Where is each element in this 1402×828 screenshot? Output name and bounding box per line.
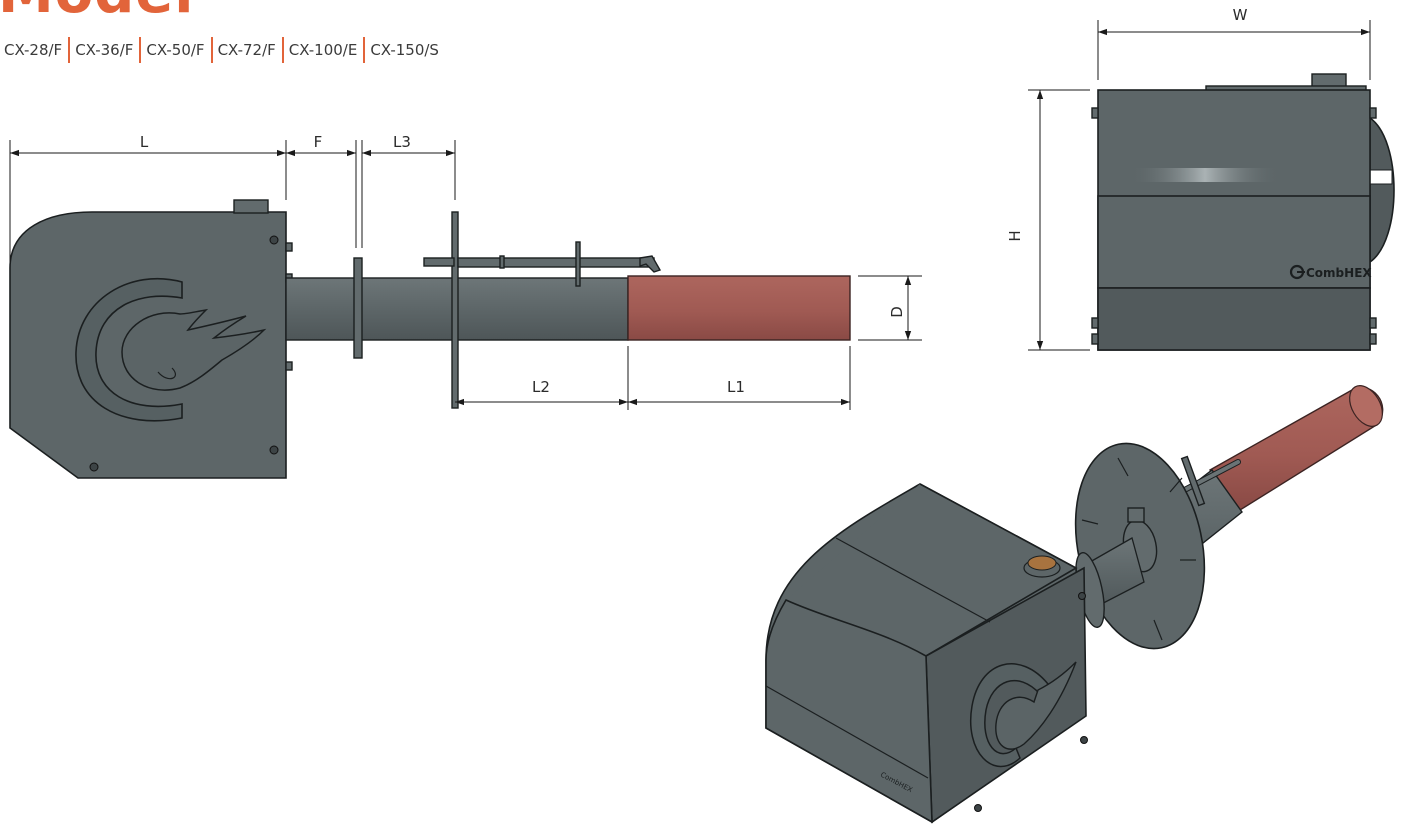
model-separator bbox=[139, 37, 142, 63]
dim-label-f: F bbox=[314, 133, 323, 151]
isometric-view: CombHEX bbox=[765, 385, 1384, 824]
model-separator bbox=[68, 37, 71, 63]
iso-ceramic-tip bbox=[1208, 385, 1384, 511]
flange-small bbox=[353, 257, 363, 359]
iso-housing: CombHEX bbox=[765, 483, 1088, 824]
side-view bbox=[9, 199, 851, 479]
model-separator bbox=[210, 37, 213, 63]
brand-logo-text: CombHEX bbox=[1306, 266, 1372, 280]
screw bbox=[269, 235, 279, 245]
dimensions-front: W H bbox=[1006, 6, 1371, 351]
side-bolt bbox=[285, 242, 293, 252]
screw bbox=[269, 445, 279, 455]
model-item-cx-50-f[interactable]: CX-50/F bbox=[146, 41, 205, 59]
mounting-plate bbox=[451, 211, 459, 409]
dim-label-h: H bbox=[1006, 230, 1024, 241]
side-bolt bbox=[285, 361, 293, 371]
model-item-cx-100-e[interactable]: CX-100/E bbox=[288, 41, 358, 59]
dim-label-w: W bbox=[1233, 6, 1248, 24]
model-item-cx-36-f[interactable]: CX-36/F bbox=[75, 41, 134, 59]
dimensions-side: L F L3 D L2 L1 bbox=[9, 133, 922, 410]
flame-logo-icon bbox=[75, 277, 267, 422]
model-item-cx-150-s[interactable]: CX-150/S bbox=[370, 41, 439, 59]
ignition-electrode bbox=[423, 241, 662, 287]
page-title: Model bbox=[0, 0, 194, 22]
dim-label-d: D bbox=[888, 306, 906, 318]
dim-label-l2: L2 bbox=[532, 378, 550, 396]
model-separator bbox=[363, 37, 366, 63]
model-item-cx-28-f[interactable]: CX-28/F bbox=[4, 41, 63, 59]
top-knob bbox=[233, 199, 269, 214]
dim-label-l3: L3 bbox=[393, 133, 411, 151]
model-separator bbox=[281, 37, 284, 63]
model-item-cx-72-f[interactable]: CX-72/F bbox=[217, 41, 276, 59]
screw bbox=[89, 462, 99, 472]
combhex-logo: CombHEX bbox=[1289, 264, 1372, 280]
dim-label-l1: L1 bbox=[727, 378, 745, 396]
front-view: CombHEX bbox=[1091, 73, 1395, 351]
dim-label-l: L bbox=[140, 133, 149, 151]
ceramic-tip bbox=[627, 275, 851, 341]
model-list: CX-28/F CX-36/F CX-50/F CX-72/F CX-100/E… bbox=[4, 37, 445, 63]
